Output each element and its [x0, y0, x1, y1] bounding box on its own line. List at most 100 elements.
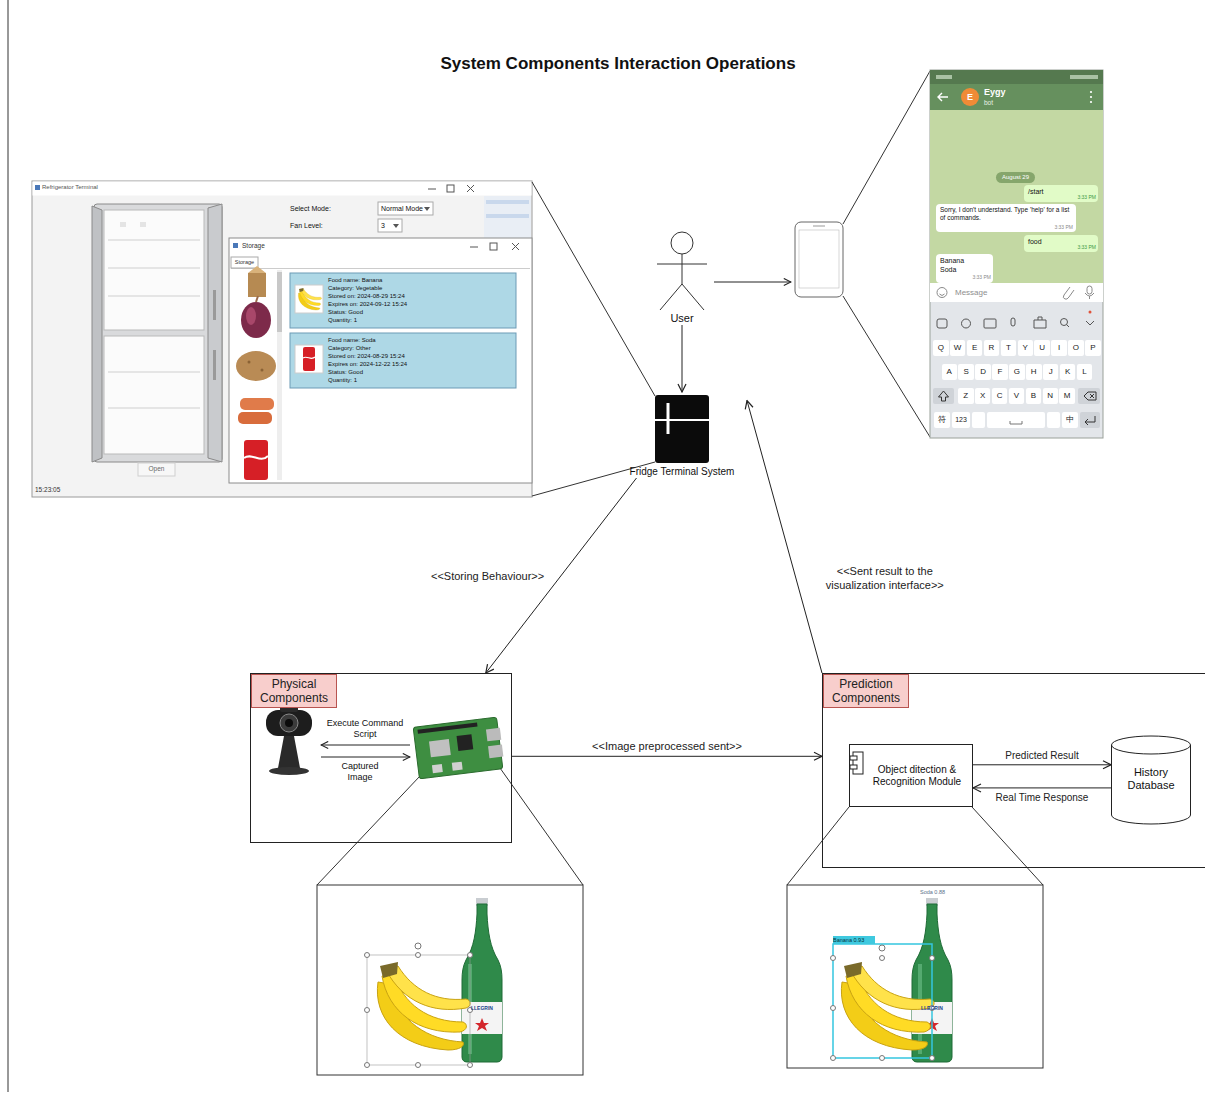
chat-app-screenshot	[1085, 293, 1094, 299]
leader-line	[500, 768, 583, 885]
leader-line	[532, 182, 655, 396]
storage-window-screenshot	[236, 351, 276, 381]
label-text: Storage	[231, 259, 258, 266]
label-text: H	[1026, 364, 1042, 380]
label-text: 15:23:05	[35, 486, 95, 494]
storage-window-screenshot	[241, 302, 271, 338]
fridge-app-screenshot	[94, 204, 222, 462]
fridge-app-screenshot	[447, 185, 454, 192]
label-text: Stored on: 2024-08-29 15:24	[328, 292, 514, 300]
node-label: Object ditection & Recognition Module	[868, 764, 966, 788]
label-text: X	[975, 388, 991, 404]
label-text: August 29	[996, 173, 1035, 182]
captured-image-zoom	[416, 953, 421, 958]
label-text: 3	[381, 222, 393, 231]
chat-app-screenshot	[1063, 287, 1074, 299]
label-text: 符	[934, 412, 950, 428]
chat-app-screenshot	[930, 70, 1103, 438]
fridge-app-screenshot	[108, 240, 200, 408]
storage-window-screenshot	[256, 296, 258, 302]
label-text: Refrigerator Terminal	[42, 184, 142, 192]
storage-window-screenshot	[295, 345, 323, 373]
prediction-image-zoom	[787, 885, 1043, 1068]
label-text: LLEGRIN	[914, 1005, 950, 1011]
webcam-picture	[269, 767, 309, 775]
chat-app-screenshot	[961, 88, 979, 106]
label-text: LLEGRIN	[464, 1005, 500, 1011]
camera-pi-arrow	[321, 757, 410, 758]
storage-window-screenshot	[240, 398, 274, 410]
label-text: Category: Vegetable	[328, 284, 514, 292]
label-text: Captured Image	[335, 761, 385, 782]
label-text: G	[1009, 364, 1025, 380]
fridge-app-screenshot	[33, 182, 532, 196]
chat-app-screenshot	[937, 288, 947, 298]
storage-window-screenshot	[246, 307, 256, 325]
label-text: Banana 0.93	[833, 936, 875, 944]
label-text: K	[1060, 364, 1076, 380]
label-text: W	[950, 340, 966, 356]
user-to-phone-arrow	[714, 282, 791, 283]
group-heading: Physical Components	[251, 674, 337, 708]
raspberry-pi-picture	[417, 722, 477, 733]
chat-app-screenshot	[939, 391, 949, 401]
chat-app-screenshot	[1085, 416, 1095, 425]
chat-app-screenshot	[1010, 421, 1022, 424]
storage-window-screenshot	[512, 243, 519, 250]
prediction-image-zoom	[831, 956, 836, 961]
storage-window-screenshot	[248, 273, 266, 297]
captured-image-zoom	[377, 962, 470, 1050]
prediction-image-zoom	[831, 1056, 836, 1061]
edge-label: <<Image preprocessed sent>>	[589, 739, 745, 753]
storage-window-screenshot	[229, 238, 532, 483]
fridge-app-screenshot	[486, 214, 529, 218]
webcam-picture	[278, 736, 300, 768]
fridge-app-screenshot	[484, 196, 531, 240]
label-text: J	[1043, 364, 1059, 380]
edge-label: <<Storing Behaviour>>	[428, 569, 547, 583]
page-border	[8, 0, 9, 1092]
fridge-app-screenshot	[104, 336, 204, 454]
raspberry-pi-picture	[452, 762, 463, 771]
component-symbol	[850, 765, 857, 769]
component-group: Prediction ComponentsObject ditection & …	[822, 673, 1205, 868]
chat-app-screenshot	[1080, 412, 1100, 428]
component-symbol	[850, 752, 863, 774]
fridge-app-screenshot	[393, 224, 399, 228]
component-symbol	[853, 752, 863, 774]
phone-icon	[799, 230, 839, 288]
chat-app-screenshot	[937, 319, 947, 328]
module-box: Object ditection & Recognition Module	[849, 744, 973, 807]
label-text: M	[1059, 388, 1075, 404]
label-text: O	[1068, 340, 1084, 356]
label-text: 3:33 PM	[958, 274, 991, 280]
chat-app-screenshot	[936, 254, 993, 283]
leader-line	[787, 807, 849, 885]
storage-window-screenshot	[261, 369, 264, 372]
chat-app-screenshot	[933, 388, 954, 404]
actor-node: User	[642, 228, 722, 325]
fridge-app-screenshot	[32, 181, 532, 497]
label-text: 123	[952, 412, 970, 428]
storage-window-screenshot	[490, 243, 497, 250]
captured-image-zoom	[468, 1063, 473, 1068]
label-text: Status: Good	[328, 308, 514, 316]
chat-app-screenshot	[940, 294, 945, 296]
label-text: T	[1001, 340, 1017, 356]
fridge-app-screenshot	[213, 350, 216, 380]
label-text: Category: Other	[328, 344, 514, 352]
chat-app-screenshot	[1011, 318, 1015, 326]
fridge-app-screenshot	[428, 189, 436, 190]
storage-window-screenshot	[231, 257, 258, 268]
label-text: I	[1051, 340, 1067, 356]
storage-window-screenshot	[295, 285, 323, 313]
fridge-app-screenshot	[140, 222, 146, 227]
prediction-image-zoom	[880, 956, 885, 961]
leader-line	[972, 807, 1043, 885]
storage-window-screenshot	[244, 456, 268, 459]
label-text: Banana Soda	[940, 256, 970, 274]
captured-image-zoom	[365, 1008, 370, 1013]
prediction-image-zoom	[880, 1056, 885, 1061]
raspberry-pi-picture	[413, 717, 503, 779]
database-cylinder: History Database	[1111, 736, 1191, 824]
